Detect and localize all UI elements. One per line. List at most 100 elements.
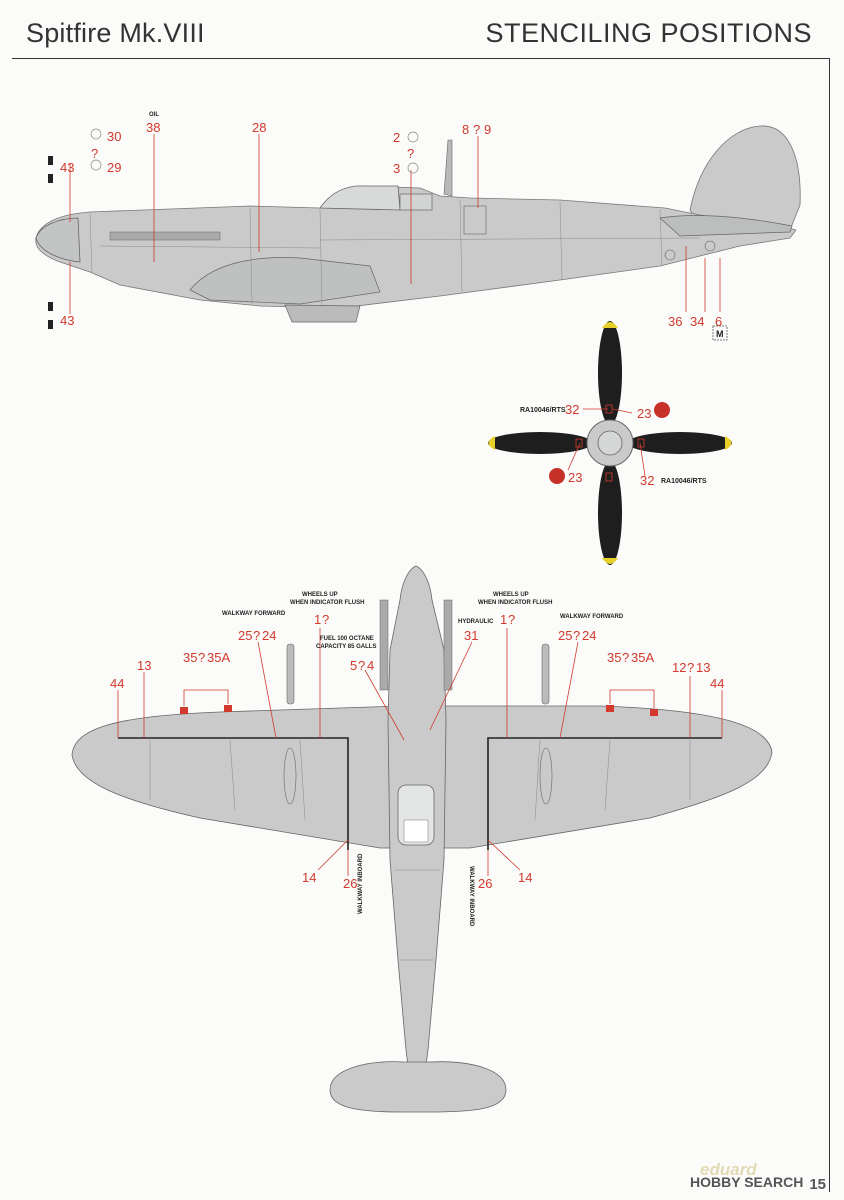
propeller-view: RA10046/RTS RA10046/RTS 32 23 23 32 <box>488 321 732 565</box>
plan-hydraulic: HYDRAULIC <box>458 619 494 625</box>
side-aerial-mast <box>443 139 453 197</box>
plan-view: WHEELS UP WHEN INDICATOR FLUSH WHEELS UP… <box>71 565 773 1113</box>
plan-callout-q-54: ? <box>358 658 365 673</box>
side-exhausts <box>109 231 221 241</box>
plan-walkway-lines <box>118 737 722 850</box>
prop-tip-top <box>602 322 618 328</box>
prop-blade-left <box>488 432 592 454</box>
plan-wheels-up-left-2: WHEN INDICATOR FLUSH <box>290 600 364 606</box>
callout-q-2930: ? <box>91 146 98 161</box>
prop-ra-bottom: RA10046/RTS <box>661 478 707 485</box>
prop-blade-top <box>598 321 622 425</box>
plan-callout-35A-left: 35A <box>207 650 230 665</box>
prop-callout-32-bottom: 32 <box>640 473 654 488</box>
plan-cannon-left <box>286 643 295 705</box>
plan-walkway-fwd-right: WALKWAY FORWARD <box>560 614 624 620</box>
plan-callout-35A-right: 35A <box>631 650 654 665</box>
plan-wheels-up-right-1: WHEELS UP <box>493 592 529 598</box>
prop-callout-23-bottom: 23 <box>568 470 582 485</box>
plan-callout-q-1-right: ? <box>508 612 515 627</box>
side-view: M OIL 30 ? 29 38 28 2 ? 3 8 ? 9 43 43 36… <box>35 112 801 341</box>
watermark: HOBBY SEARCH <box>690 1174 804 1190</box>
side-marker-30 <box>90 128 102 140</box>
prop-blade-right <box>628 432 732 454</box>
side-leader-lines <box>69 134 721 314</box>
plan-callout-24-right: 24 <box>582 628 596 643</box>
plan-leader-lines <box>117 628 723 876</box>
plan-red-markers <box>180 705 658 716</box>
plan-callout-44-right: 44 <box>710 676 724 691</box>
plan-callout-14-right: 14 <box>518 870 532 885</box>
side-radiator <box>284 304 361 323</box>
prop-marker-rects <box>575 404 645 482</box>
callout-28: 28 <box>252 120 266 135</box>
callout-43-bottom: 43 <box>60 313 74 328</box>
callout-2: 2 <box>393 130 400 145</box>
plan-callout-26-left: 26 <box>343 876 357 891</box>
plan-callout-q-35-left: ? <box>198 650 205 665</box>
side-tailplane <box>659 215 793 237</box>
callout-9: 9 <box>484 122 491 137</box>
plan-callout-4: 4 <box>367 658 374 673</box>
plan-callout-14-left: 14 <box>302 870 316 885</box>
side-markers <box>48 156 53 329</box>
callout-q-23: ? <box>407 146 414 161</box>
side-marker-29 <box>90 159 102 171</box>
prop-tip-bottom <box>602 558 618 564</box>
plan-callout-q-1213: ? <box>687 660 694 675</box>
plan-undercarriage-right <box>539 747 553 805</box>
callout-38: 38 <box>146 120 160 135</box>
prop-red-decal-1 <box>654 402 670 418</box>
plan-callout-13-left: 13 <box>137 658 151 673</box>
plan-callout-13-right: 13 <box>696 660 710 675</box>
page-number: 15 <box>809 1176 826 1193</box>
callout-29: 29 <box>107 160 121 175</box>
callout-34: 34 <box>690 314 704 329</box>
side-tail-fin <box>689 125 801 231</box>
plan-callout-12: 12 <box>672 660 686 675</box>
plan-panel-lines <box>149 739 691 961</box>
plan-callout-q-25-left: ? <box>253 628 260 643</box>
plan-cockpit-glass <box>403 819 429 843</box>
side-canopy <box>319 185 401 211</box>
plan-wheels-up-right-2: WHEN INDICATOR FLUSH <box>478 600 552 606</box>
plan-callout-1-left: 1 <box>314 612 321 627</box>
side-spinner <box>35 217 81 263</box>
plan-walkway-inboard-right: WALKWAY INBOARD <box>468 866 474 927</box>
callout-8: 8 <box>462 122 469 137</box>
plan-callout-31: 31 <box>464 628 478 643</box>
callout-36: 36 <box>668 314 682 329</box>
plan-tailplane <box>329 1061 507 1113</box>
callout-6: 6 <box>715 314 722 329</box>
callout-q-89: ? <box>473 122 480 137</box>
prop-tip-left <box>488 436 495 450</box>
plan-callout-q-1-left: ? <box>322 612 329 627</box>
page-title: Spitfire Mk.VIII <box>26 18 205 48</box>
prop-callout-23-top: 23 <box>637 406 651 421</box>
side-canopy-frame <box>399 193 433 211</box>
side-panel-lines <box>89 199 701 307</box>
plan-cannon-right <box>541 643 550 705</box>
plan-callout-26-right: 26 <box>478 876 492 891</box>
plan-fuel-2: CAPACITY 85 GALLS <box>316 644 376 650</box>
side-marker-3 <box>407 162 419 174</box>
plan-wheels-up-left-1: WHEELS UP <box>302 592 338 598</box>
side-marker-2 <box>407 131 419 143</box>
plan-callout-25-left: 25 <box>238 628 252 643</box>
brand-logo: eduard <box>700 1160 757 1179</box>
side-oil-label: OIL <box>149 112 159 118</box>
prop-spinner-hub <box>597 430 623 456</box>
callout-30: 30 <box>107 129 121 144</box>
prop-leader-lines <box>567 408 646 477</box>
plan-callout-q-25-right: ? <box>573 628 580 643</box>
plan-exhausts <box>379 599 453 691</box>
plan-callout-35-left: 35 <box>183 650 197 665</box>
plan-callout-q-35-right: ? <box>622 650 629 665</box>
side-m-box <box>712 325 728 341</box>
plan-callout-24-left: 24 <box>262 628 276 643</box>
page-frame <box>12 58 830 1192</box>
plan-callout-5: 5 <box>350 658 357 673</box>
plan-callout-35-right: 35 <box>607 650 621 665</box>
side-m-box-text: M <box>716 329 724 339</box>
